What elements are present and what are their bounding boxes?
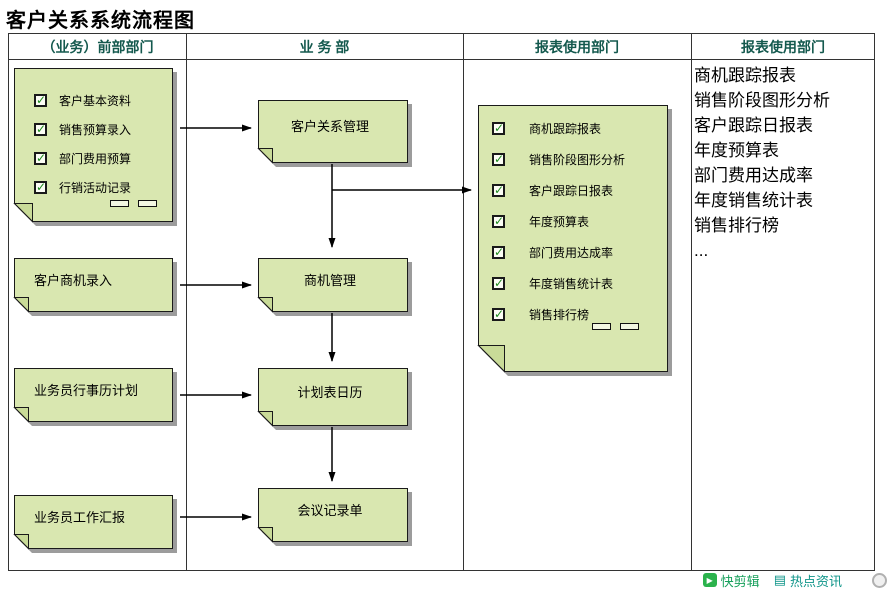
front-input-checklist: ✓ 客户基本资料 ✓ 销售预算录入 ✓ 部门费用预算 ✓ 行销活动记录 — [34, 92, 131, 208]
bar-icon — [592, 323, 611, 330]
box-label: 计划表日历 — [297, 384, 363, 400]
column-header-business-dept: 业 务 部 — [299, 39, 350, 55]
report-name: 客户跟踪日报表 — [694, 116, 813, 135]
checked-checkbox-icon: ✓ — [34, 93, 47, 107]
checklist-item: ✓ 客户跟踪日报表 — [492, 182, 625, 199]
document-shape — [257, 258, 412, 316]
checklist-item-label: 部门费用达成率 — [529, 246, 614, 260]
checked-checkbox-icon: ✓ — [34, 151, 47, 165]
bar-icon — [138, 200, 157, 207]
doc-box-calendar-plan: 业务员行事历计划 — [13, 368, 177, 426]
column-header-report-dept-2: 报表使用部门 — [741, 39, 825, 55]
column-divider — [463, 34, 464, 570]
checklist-item-label: 年度销售统计表 — [529, 277, 614, 291]
doc-box-opportunity-mgmt: 商机管理 — [257, 258, 412, 316]
box-label: 商机管理 — [303, 272, 356, 288]
checklist-item-label: 客户基本资料 — [59, 94, 132, 108]
bar-icon — [620, 323, 639, 330]
bar-icon — [110, 200, 129, 207]
checked-checkbox-icon: ✓ — [492, 152, 505, 166]
report-name-list: 商机跟踪报表 销售阶段图形分析 客户跟踪日报表 年度预算表 部门费用达成率 年度… — [694, 63, 872, 263]
checklist-item-label: 客户跟踪日报表 — [529, 184, 614, 198]
news-icon: ▤ — [773, 572, 786, 587]
play-icon: ▶ — [702, 573, 717, 587]
box-label: 客户关系管理 — [290, 119, 369, 134]
column-divider — [186, 34, 187, 570]
checklist-item: ✓ 销售阶段图形分析 — [492, 151, 625, 168]
quick-clip-button[interactable]: ▶ 快剪辑 — [702, 571, 760, 590]
page-title: 客户关系系统流程图 — [6, 10, 195, 32]
browser-plugin-bar: ▶ 快剪辑 ▤ 热点资讯 — [702, 571, 887, 590]
table-header-row: （业务）前部部门 业 务 部 报表使用部门 报表使用部门 — [9, 34, 874, 60]
floating-widget-icon[interactable] — [872, 572, 887, 588]
report-name: 商机跟踪报表 — [694, 66, 796, 85]
checklist-item: ✓ 部门费用达成率 — [492, 244, 625, 261]
checked-checkbox-icon: ✓ — [492, 214, 505, 228]
checklist-item: ✓ 商机跟踪报表 — [492, 120, 625, 137]
doc-box-reports: ✓ 商机跟踪报表 ✓ 销售阶段图形分析 ✓ 客户跟踪日报表 ✓ 年度预算表 ✓ … — [477, 105, 672, 376]
document-detail-bars — [592, 323, 639, 330]
report-name: 年度销售统计表 — [694, 191, 813, 210]
box-label: 会议记录单 — [297, 502, 363, 518]
doc-box-work-report: 业务员工作汇报 — [13, 495, 177, 553]
checklist-item-label: 行销活动记录 — [59, 181, 132, 195]
hot-news-label: 热点资讯 — [789, 573, 842, 589]
checklist-item: ✓ 部门费用预算 — [34, 150, 131, 167]
doc-box-plan-calendar: 计划表日历 — [257, 368, 412, 430]
document-shape — [477, 105, 672, 376]
checked-checkbox-icon: ✓ — [492, 183, 505, 197]
report-name: ... — [694, 241, 709, 260]
checked-checkbox-icon: ✓ — [492, 307, 505, 321]
box-label: 业务员行事历计划 — [34, 382, 139, 398]
doc-box-opportunity-entry: 客户商机录入 — [13, 258, 177, 316]
checked-checkbox-icon: ✓ — [492, 121, 505, 135]
column-header-report-dept: 报表使用部门 — [535, 39, 619, 55]
report-name: 部门费用达成率 — [694, 166, 813, 185]
checklist-item: ✓ 行销活动记录 — [34, 179, 131, 196]
document-shape — [13, 68, 177, 226]
report-checklist: ✓ 商机跟踪报表 ✓ 销售阶段图形分析 ✓ 客户跟踪日报表 ✓ 年度预算表 ✓ … — [492, 120, 625, 337]
report-name: 销售阶段图形分析 — [694, 91, 830, 110]
document-detail-bars — [110, 200, 157, 207]
checked-checkbox-icon: ✓ — [34, 122, 47, 136]
checklist-item: ✓ 年度预算表 — [492, 213, 625, 230]
document-shape — [13, 258, 177, 316]
document-shape — [257, 100, 412, 167]
box-label: 客户商机录入 — [34, 272, 113, 288]
document-shape — [257, 488, 412, 546]
checklist-item: ✓ 年度销售统计表 — [492, 275, 625, 292]
checked-checkbox-icon: ✓ — [492, 276, 505, 290]
checklist-item-label: 部门费用预算 — [59, 152, 132, 166]
column-header-front-dept: （业务）前部部门 — [41, 39, 154, 55]
hot-news-button[interactable]: ▤ 热点资讯 — [774, 571, 842, 590]
report-name: 销售排行榜 — [694, 216, 779, 235]
checklist-item-label: 年度预算表 — [529, 215, 590, 229]
document-shape — [13, 495, 177, 553]
checklist-item-label: 销售排行榜 — [529, 308, 590, 322]
document-shape — [257, 368, 412, 430]
checklist-item: ✓ 客户基本资料 — [34, 92, 131, 109]
checklist-item: ✓ 销售预算录入 — [34, 121, 131, 138]
report-name: 年度预算表 — [694, 141, 779, 160]
checklist-item: ✓ 销售排行榜 — [492, 306, 625, 323]
checklist-item-label: 销售阶段图形分析 — [529, 153, 626, 167]
doc-box-front-inputs: ✓ 客户基本资料 ✓ 销售预算录入 ✓ 部门费用预算 ✓ 行销活动记录 — [13, 68, 177, 226]
doc-box-crm: 客户关系管理 — [257, 100, 412, 167]
column-divider — [691, 34, 692, 570]
document-shape — [13, 368, 177, 426]
checked-checkbox-icon: ✓ — [34, 180, 47, 194]
checked-checkbox-icon: ✓ — [492, 245, 505, 259]
quick-clip-label: 快剪辑 — [720, 573, 760, 589]
doc-box-meeting-record: 会议记录单 — [257, 488, 412, 546]
box-label: 业务员工作汇报 — [34, 509, 126, 525]
checklist-item-label: 商机跟踪报表 — [529, 122, 602, 136]
checklist-item-label: 销售预算录入 — [59, 123, 132, 137]
